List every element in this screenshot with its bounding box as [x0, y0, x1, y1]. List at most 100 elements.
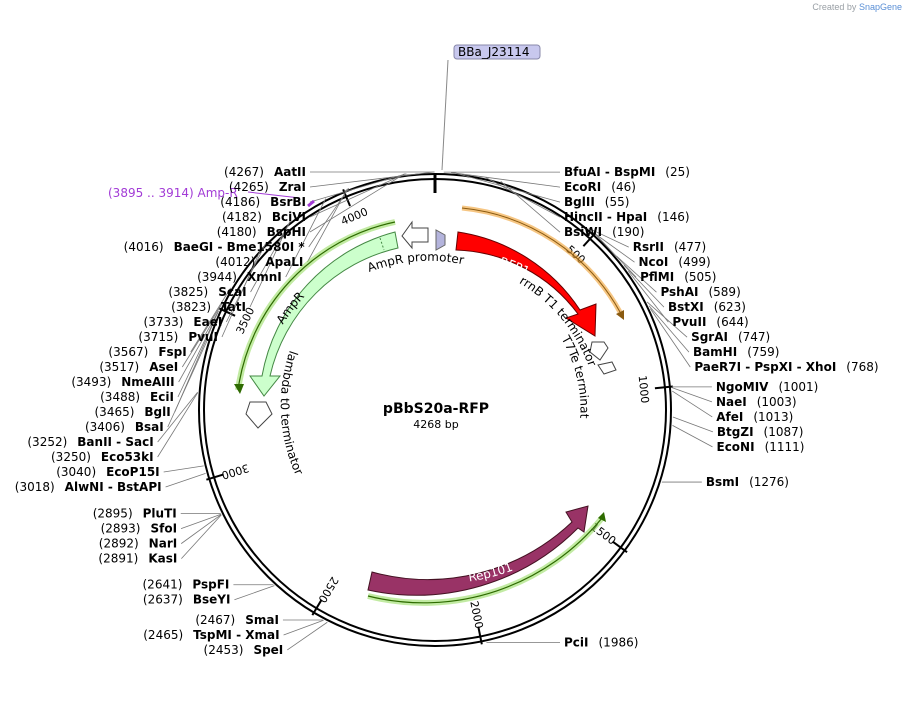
site-label[interactable]: PshAI(589) — [660, 285, 740, 299]
restriction-site[interactable] — [309, 171, 434, 188]
site-label[interactable]: EcoNI(1111) — [717, 440, 805, 454]
site-label[interactable]: (4180)BspHI — [217, 225, 306, 239]
restriction-site[interactable] — [616, 255, 657, 293]
site-label[interactable]: NgoMIV(1001) — [716, 380, 818, 394]
restriction-site[interactable] — [181, 514, 222, 559]
site-label[interactable]: BstXI(623) — [668, 300, 746, 314]
restriction-site[interactable] — [234, 585, 275, 601]
restriction-site[interactable] — [595, 234, 637, 278]
site-label[interactable]: NaeI(1003) — [716, 395, 797, 409]
site-label[interactable]: (3493)NmeAIII — [71, 375, 174, 389]
site-label[interactable]: (3715)PvuI — [138, 330, 218, 344]
bba-j23114-marker[interactable] — [435, 229, 446, 251]
site-label[interactable]: (3465)BglI — [95, 405, 171, 419]
site-label[interactable]: BsmI(1276) — [706, 475, 789, 489]
site-label[interactable]: BfuAI - BspMI(25) — [564, 165, 690, 179]
restriction-site[interactable] — [309, 173, 406, 218]
restriction-site[interactable] — [648, 305, 690, 353]
restriction-site[interactable] — [165, 472, 206, 488]
site-label[interactable]: (2465)TspMI - XmaI — [143, 628, 279, 642]
site-label[interactable]: (4016)BaeGI - Bme1580I * — [124, 240, 306, 254]
restriction-site[interactable] — [646, 301, 688, 338]
restriction-site[interactable] — [287, 621, 328, 651]
site-label[interactable]: (3406)BsaI — [85, 420, 164, 434]
restriction-site[interactable] — [588, 227, 629, 248]
restriction-site[interactable] — [157, 392, 198, 458]
restriction-site[interactable] — [485, 177, 561, 218]
site-label[interactable]: (3944)XmnI — [197, 270, 282, 284]
restriction-site[interactable] — [190, 287, 232, 353]
restriction-site[interactable] — [672, 390, 713, 418]
restriction-site[interactable] — [672, 425, 713, 448]
ampr-feature[interactable] — [249, 231, 399, 397]
restriction-site[interactable] — [628, 270, 669, 323]
bba-j23114-box[interactable] — [453, 44, 541, 60]
site-label[interactable]: (3040)EcoP15I — [56, 465, 159, 479]
restriction-site[interactable] — [309, 173, 407, 203]
restriction-site[interactable] — [167, 339, 209, 428]
restriction-site[interactable] — [307, 188, 348, 263]
site-label[interactable]: (2467)SmaI — [195, 613, 279, 627]
site-label[interactable]: RsrII(477) — [633, 240, 707, 254]
site-label[interactable]: (3517)AseI — [99, 360, 178, 374]
site-label[interactable]: (3825)ScaI — [168, 285, 246, 299]
site-label[interactable]: NcoI(499) — [639, 255, 711, 269]
restriction-site[interactable] — [454, 172, 561, 203]
restriction-site[interactable] — [250, 220, 291, 293]
site-label[interactable]: PaeR7I - PspXI - XhoI(768) — [694, 360, 878, 374]
site-label[interactable]: SgrAI(747) — [691, 330, 770, 344]
site-label[interactable]: PvuII(644) — [672, 315, 748, 329]
site-label[interactable]: PflMI(505) — [640, 270, 716, 284]
rrnb-terminator-shape[interactable] — [589, 341, 609, 361]
restriction-site[interactable] — [157, 391, 198, 443]
lambda-t0-terminator-shape[interactable] — [245, 401, 273, 429]
restriction-site[interactable] — [283, 619, 324, 636]
restriction-site[interactable] — [451, 172, 561, 188]
site-label[interactable]: (3252)BanII - SacI — [27, 435, 153, 449]
site-label[interactable]: (2893)SfoI — [101, 522, 177, 536]
restriction-site[interactable] — [500, 180, 561, 233]
restriction-site[interactable] — [671, 387, 713, 403]
site-label[interactable]: (4186)BsrBI — [220, 195, 306, 209]
site-label[interactable]: PciI(1986) — [564, 635, 638, 649]
restriction-site[interactable] — [163, 465, 204, 473]
site-label[interactable]: (2891)KasI — [98, 552, 177, 566]
site-label[interactable]: (3488)EciI — [100, 390, 174, 404]
restriction-site[interactable] — [180, 514, 222, 544]
restriction-site[interactable] — [623, 265, 665, 308]
site-label[interactable]: (4012)ApaLI — [215, 255, 303, 269]
site-label[interactable]: AfeI(1013) — [716, 410, 793, 424]
ampr-promoter-shape[interactable] — [401, 220, 429, 250]
site-label[interactable]: (4267)AatII — [224, 165, 306, 179]
site-label[interactable]: BsiWI(190) — [564, 225, 644, 239]
site-label[interactable]: (3018)AlwNI - BstAPI — [15, 480, 162, 494]
site-label[interactable]: (2637)BseYI — [143, 593, 231, 607]
site-label[interactable]: (2453)SpeI — [204, 643, 284, 657]
site-label[interactable]: (2892)NarI — [99, 537, 177, 551]
restriction-site[interactable] — [181, 303, 223, 368]
restriction-site[interactable] — [285, 198, 327, 278]
site-label[interactable]: BglII(55) — [564, 195, 629, 209]
site-label[interactable]: (4182)BciVI — [222, 210, 306, 224]
t7te-terminator-shape[interactable] — [597, 361, 617, 375]
restriction-site[interactable] — [649, 308, 691, 368]
mrfp1-feature[interactable] — [455, 231, 597, 337]
restriction-site[interactable] — [249, 221, 291, 308]
site-label[interactable]: BtgZI(1087) — [717, 425, 804, 439]
site-label[interactable]: (2895)PluTI — [93, 507, 177, 521]
site-label[interactable]: (3250)Eco53kI — [51, 450, 154, 464]
rep101-feature[interactable] — [367, 505, 589, 596]
site-label[interactable]: BamHI(759) — [693, 345, 780, 359]
primer-amp-r-label[interactable]: (3895 .. 3914) Amp-R — [108, 186, 238, 200]
restriction-site[interactable] — [594, 233, 635, 263]
site-label[interactable]: HincII - HpaI(146) — [564, 210, 690, 224]
restriction-site[interactable] — [177, 312, 219, 398]
site-label[interactable]: (4265)ZraI — [229, 180, 306, 194]
restriction-site[interactable] — [672, 416, 714, 433]
site-label[interactable]: (3823)TatI — [171, 300, 246, 314]
site-label[interactable]: EcoRI(46) — [564, 180, 636, 194]
site-label[interactable]: (2641)PspFI — [143, 578, 230, 592]
site-label[interactable]: (3733)EaeI — [144, 315, 223, 329]
restriction-site[interactable] — [178, 310, 220, 383]
restriction-site[interactable] — [221, 246, 263, 338]
